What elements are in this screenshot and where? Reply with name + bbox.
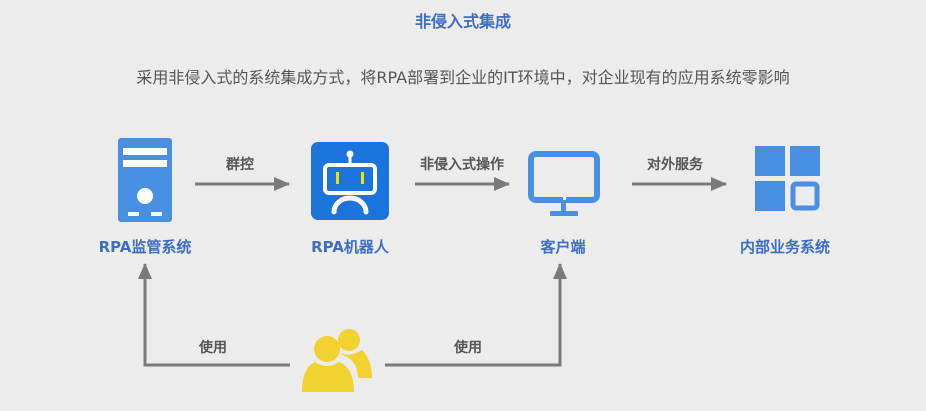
users-icon (302, 329, 372, 392)
use-line-right (385, 263, 567, 367)
apps-icon (755, 146, 820, 211)
edge-label-use-left: 使用 (199, 340, 227, 356)
diagram-title: 非侵入式集成 (414, 12, 511, 31)
edge-label-control: 群控 (226, 157, 254, 173)
robot-icon (311, 142, 389, 220)
server-icon (118, 138, 172, 222)
node-label-monitor: RPA监管系统 (98, 238, 192, 256)
monitor-icon (528, 151, 600, 216)
edge-label-noninvasive: 非侵入式操作 (420, 157, 504, 173)
edge-label-use-right: 使用 (454, 340, 482, 356)
diagram-subtitle: 采用非侵入式的系统集成方式，将RPA部署到企业的IT环境中，对企业现有的应用系统… (136, 68, 790, 87)
node-label-robot: RPA机器人 (311, 238, 389, 256)
use-line-left (138, 263, 290, 367)
edge-label-service: 对外服务 (647, 157, 703, 173)
node-label-client: 客户端 (540, 238, 586, 256)
node-label-internal: 内部业务系统 (739, 238, 830, 256)
